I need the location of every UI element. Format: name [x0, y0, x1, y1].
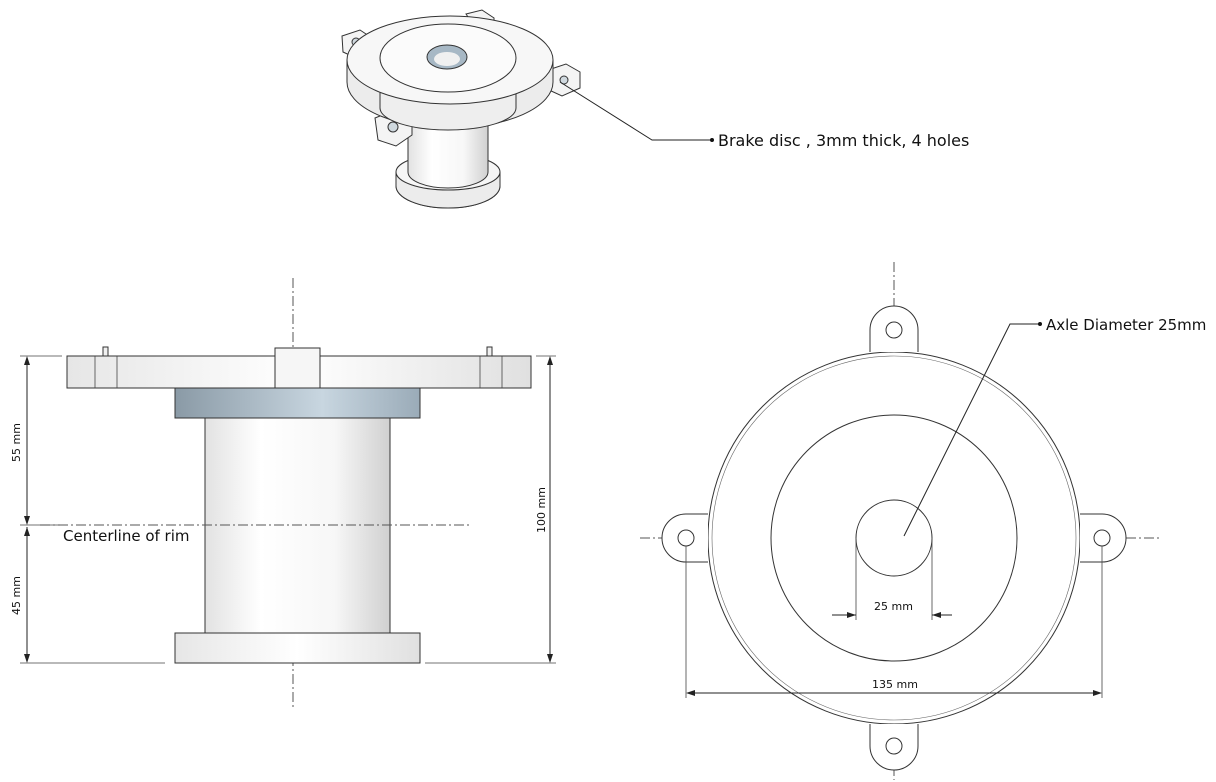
- dim-25-label: 25 mm: [874, 600, 913, 613]
- dim-135-label: 135 mm: [872, 678, 918, 691]
- side-elevation: [40, 278, 532, 710]
- side-dimensions: 55 mm 45 mm 100 mm Centerline of rim: [10, 355, 556, 664]
- centerline-label: Centerline of rim: [63, 527, 190, 545]
- isometric-view: [341, 9, 581, 209]
- callout-dot-icon: [710, 138, 714, 142]
- callout-dot-icon: [1038, 322, 1042, 326]
- plan-dimensions: Axle Diameter 25mm 25 mm 135 mm: [685, 316, 1206, 698]
- plan-view: [640, 262, 1162, 780]
- brake-disc-callout: Brake disc , 3mm thick, 4 holes: [559, 81, 969, 150]
- dim-55-label: 55 mm: [10, 423, 23, 462]
- axle-diameter-label: Axle Diameter 25mm: [1046, 316, 1206, 334]
- brake-disc-label: Brake disc , 3mm thick, 4 holes: [718, 131, 969, 150]
- dim-100-label: 100 mm: [535, 487, 548, 533]
- dim-45-label: 45 mm: [10, 576, 23, 615]
